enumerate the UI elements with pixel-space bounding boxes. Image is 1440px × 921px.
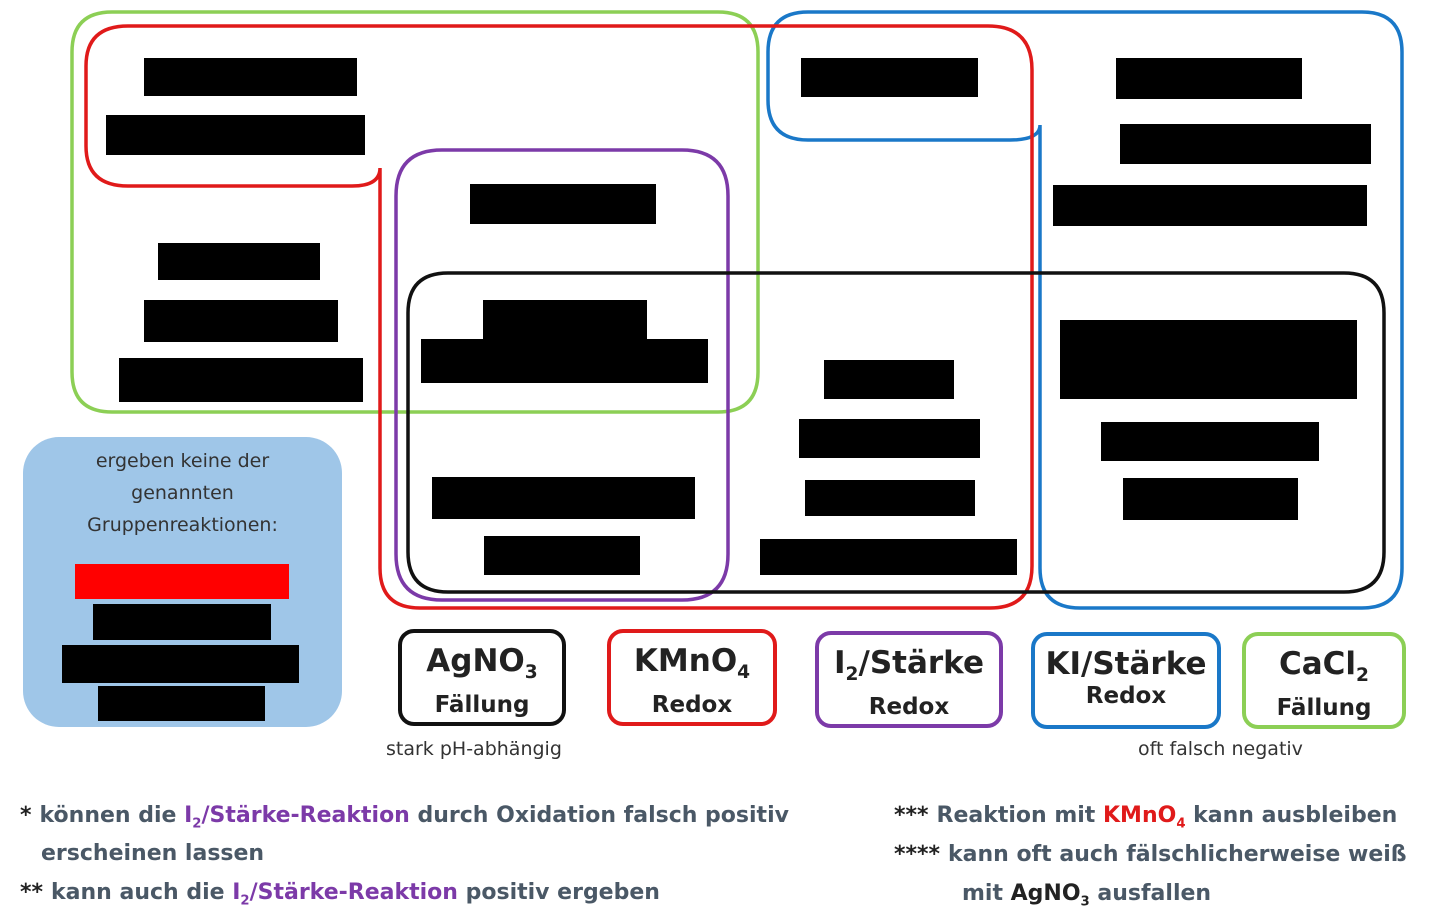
redacted-block <box>799 419 980 458</box>
footnote-1-cont: erscheinen lassen <box>41 841 265 866</box>
footnote-2: **kann auch die I2/Stärke-Reaktion posit… <box>20 880 660 909</box>
redacted-block <box>805 480 975 516</box>
redacted-block <box>144 300 338 342</box>
reagent-i2-staerke: I2/Stärke Redox <box>815 631 1003 728</box>
redacted-block <box>119 358 363 402</box>
redacted-block <box>432 477 695 519</box>
no-reaction-legend: ergeben keine der genannten Gruppenreakt… <box>23 437 342 727</box>
legend-line: ergeben keine der <box>95 450 270 472</box>
reagent-cacl2: CaCl2 Fällung <box>1242 632 1406 729</box>
redacted-block <box>158 243 320 280</box>
reagent-type: Redox <box>1085 683 1167 709</box>
reagent-formula: CaCl2 <box>1279 646 1369 687</box>
redacted-block <box>1053 185 1367 226</box>
redacted-block <box>1123 478 1298 520</box>
reagent-type: Fällung <box>434 692 530 719</box>
redacted-block <box>106 115 365 155</box>
legend-line: genannten <box>131 482 234 504</box>
redacted-block <box>470 184 656 224</box>
footnote-1: *können die I2/Stärke-Reaktion durch Oxi… <box>20 803 789 832</box>
reagent-type: Redox <box>651 692 733 719</box>
redacted-block <box>98 686 265 721</box>
footnote-4-cont: mit AgNO3 ausfallen <box>962 881 1212 910</box>
legend-caption: ergeben keine der genannten Gruppenreakt… <box>23 445 342 541</box>
reagent-agno3: AgNO3 Fällung <box>398 629 566 726</box>
redacted-block <box>484 536 640 575</box>
redacted-block <box>760 539 1017 575</box>
i2-group-frame <box>394 148 730 602</box>
redacted-block <box>1120 124 1371 164</box>
reagent-formula: I2/Stärke <box>834 645 984 686</box>
redacted-block <box>483 300 647 342</box>
redacted-block <box>1116 58 1302 99</box>
ki-group-frame <box>766 10 1404 610</box>
footnote-3: ***Reaktion mit KMnO4 kann ausbleiben <box>894 803 1398 832</box>
legend-line: Gruppenreaktionen: <box>87 514 278 536</box>
redacted-block <box>1060 320 1357 399</box>
kmno4-group-frame <box>84 24 1034 610</box>
reagent-formula: AgNO3 <box>426 643 538 684</box>
ki-note: oft falsch negativ <box>1138 738 1303 760</box>
redacted-block <box>93 604 271 640</box>
agno3-note: stark pH-abhängig <box>386 738 562 760</box>
reagent-formula: KMnO4 <box>633 643 751 684</box>
reagent-type: Fällung <box>1276 695 1372 722</box>
redacted-block <box>421 339 708 383</box>
redacted-block <box>824 360 954 399</box>
redacted-block <box>62 645 299 683</box>
reagent-kmno4: KMnO4 Redox <box>607 629 777 726</box>
cacl2-group-frame <box>70 10 760 414</box>
redacted-block <box>1101 422 1319 461</box>
footnote-4: ****kann oft auch fälschlicherweise weiß <box>894 842 1407 867</box>
reagent-formula: KI/Stärke <box>1045 646 1207 682</box>
highlighted-redacted-block <box>75 564 289 599</box>
agno3-group-frame <box>406 271 1386 594</box>
reagent-type: Redox <box>868 694 950 721</box>
redacted-block <box>801 58 978 97</box>
redacted-block <box>144 58 357 96</box>
reagent-ki-staerke: KI/Stärke Redox <box>1031 632 1221 729</box>
